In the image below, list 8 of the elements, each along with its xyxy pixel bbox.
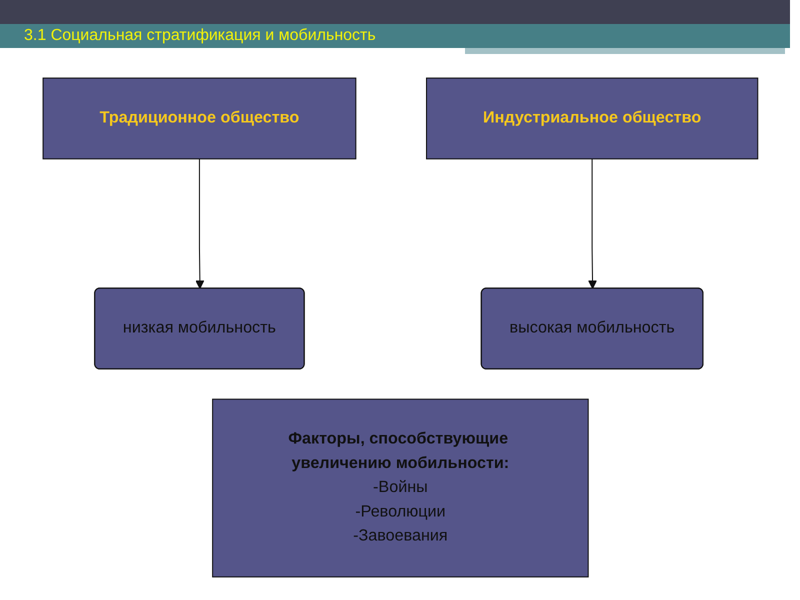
process-box: Традиционное общество (42, 78, 356, 160)
arrow (588, 158, 597, 290)
slide-title: 3.1 Социальная стратификация и мобильность (24, 26, 376, 46)
process-box: Индустриальное общество (426, 78, 758, 160)
arrow (195, 158, 204, 290)
rounded-box: высокая мобильность (480, 288, 704, 370)
rounded-box: низкая мобильность (94, 288, 304, 370)
text-panel: Факторы, способствующие увеличению мобильности: -Войны -Революции -Завоевания (212, 398, 588, 578)
